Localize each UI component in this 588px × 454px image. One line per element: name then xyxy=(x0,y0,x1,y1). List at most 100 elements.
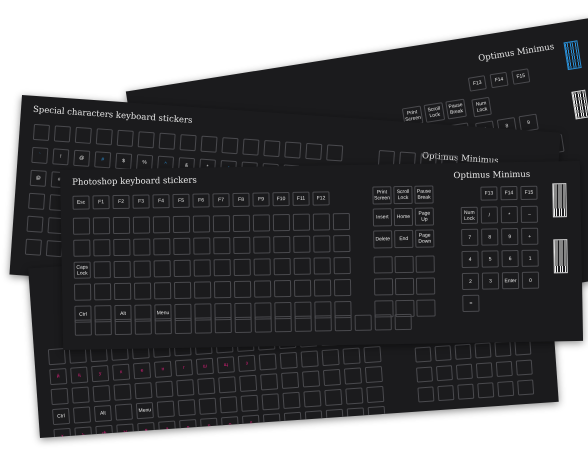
key-sticker: ц xyxy=(70,366,89,384)
key-sticker: о xyxy=(220,416,240,434)
sheet-title-special: Special characters keyboard stickers xyxy=(32,104,193,126)
key-sticker xyxy=(435,365,453,382)
key-sticker xyxy=(415,255,435,273)
key-sticker xyxy=(113,238,131,257)
key-sticker xyxy=(326,144,344,162)
key-sticker: F9 xyxy=(252,192,270,207)
key-sticker xyxy=(394,255,414,274)
key-sticker: * xyxy=(500,206,518,224)
key-sticker xyxy=(363,346,382,364)
key-sticker: F14 xyxy=(489,71,509,89)
key-sticker xyxy=(416,299,436,317)
key-sticker xyxy=(242,138,260,156)
key-sticker xyxy=(333,278,352,297)
key-sticker: Caps Lock xyxy=(73,261,91,279)
key-sticker xyxy=(213,237,231,255)
key-sticker xyxy=(302,370,321,388)
key-sticker xyxy=(262,413,281,431)
key-sticker: Alt xyxy=(93,404,112,423)
key-sticker xyxy=(417,386,435,403)
key-sticker xyxy=(282,391,301,409)
key-sticker xyxy=(254,316,272,333)
key-sticker: F13 xyxy=(480,186,498,201)
key-sticker xyxy=(198,397,217,415)
key-sticker: F1 xyxy=(92,195,110,210)
key-sticker xyxy=(93,239,111,257)
key-sticker xyxy=(374,314,392,331)
key-sticker xyxy=(367,405,386,424)
key-sticker: Scroll Lock xyxy=(423,102,446,123)
key-sticker: 1 xyxy=(521,249,539,267)
key-sticker xyxy=(133,238,151,256)
key-sticker xyxy=(156,400,175,418)
sheet-title-photoshop: Photoshop keyboard stickers xyxy=(72,175,197,188)
key-sticker xyxy=(177,399,196,417)
key-sticker xyxy=(72,406,92,424)
key-sticker xyxy=(50,387,69,406)
key-sticker: ъ xyxy=(74,426,93,438)
key-sticker xyxy=(258,353,277,371)
key-sticker xyxy=(261,393,280,411)
key-sticker xyxy=(192,215,211,233)
key-sticker: Home xyxy=(393,207,414,227)
key-sticker xyxy=(197,377,216,395)
key-sticker xyxy=(263,140,281,158)
key-sticker xyxy=(152,216,171,234)
key-sticker xyxy=(475,362,493,379)
key-sticker xyxy=(153,260,171,278)
key-sticker: р xyxy=(200,417,219,435)
key-sticker: 5 xyxy=(481,250,499,268)
key-sticker xyxy=(342,347,361,365)
key-sticker: 2 xyxy=(461,272,480,290)
key-sticker: @ xyxy=(29,169,47,187)
key-sticker: ш xyxy=(195,357,214,375)
key-sticker: – xyxy=(520,205,538,223)
key-sticker xyxy=(517,379,535,396)
key-sticker xyxy=(233,280,252,298)
key-sticker xyxy=(274,315,292,333)
key-sticker: F15 xyxy=(520,185,538,200)
key-sticker: ы xyxy=(116,423,135,438)
key-sticker: / xyxy=(480,206,498,224)
key-sticker xyxy=(321,348,340,367)
key-sticker: Ctrl xyxy=(52,407,71,426)
key-sticker xyxy=(234,316,252,333)
key-sticker: Pause Break xyxy=(445,98,467,120)
key-sticker xyxy=(293,235,311,253)
key-sticker: Insert xyxy=(372,208,393,227)
key-sticker xyxy=(24,238,42,256)
key-sticker xyxy=(32,123,50,141)
key-sticker xyxy=(113,260,131,279)
key-sticker xyxy=(193,281,212,299)
key-sticker xyxy=(212,215,231,233)
key-sticker xyxy=(114,403,133,421)
key-sticker xyxy=(373,256,393,274)
key-sticker xyxy=(132,216,151,234)
key-sticker xyxy=(279,351,298,370)
key-sticker: е xyxy=(133,362,152,380)
key-sticker xyxy=(153,282,172,300)
key-sticker: 6 xyxy=(501,250,519,268)
key-sticker: Menu xyxy=(135,402,154,420)
key-sticker xyxy=(219,396,238,414)
key-sticker xyxy=(213,259,231,277)
key-sticker xyxy=(213,281,232,299)
key-sticker: F10 xyxy=(272,191,290,207)
key-sticker xyxy=(233,236,251,254)
key-sticker xyxy=(324,388,343,407)
key-sticker: F13 xyxy=(467,75,487,92)
key-sticker xyxy=(333,256,351,275)
key-sticker xyxy=(333,234,351,253)
key-sticker xyxy=(314,315,332,332)
key-sticker: F2 xyxy=(112,194,130,210)
key-sticker: Page Down xyxy=(415,229,435,248)
key-sticker xyxy=(133,282,152,300)
key-sticker: х xyxy=(53,427,72,438)
key-sticker xyxy=(273,257,291,276)
key-sticker xyxy=(173,281,192,300)
key-sticker: F15 xyxy=(511,68,531,85)
key-sticker xyxy=(158,132,176,150)
barcode-sticker xyxy=(552,183,567,218)
key-sticker xyxy=(113,282,132,301)
key-sticker: ` xyxy=(31,146,49,164)
